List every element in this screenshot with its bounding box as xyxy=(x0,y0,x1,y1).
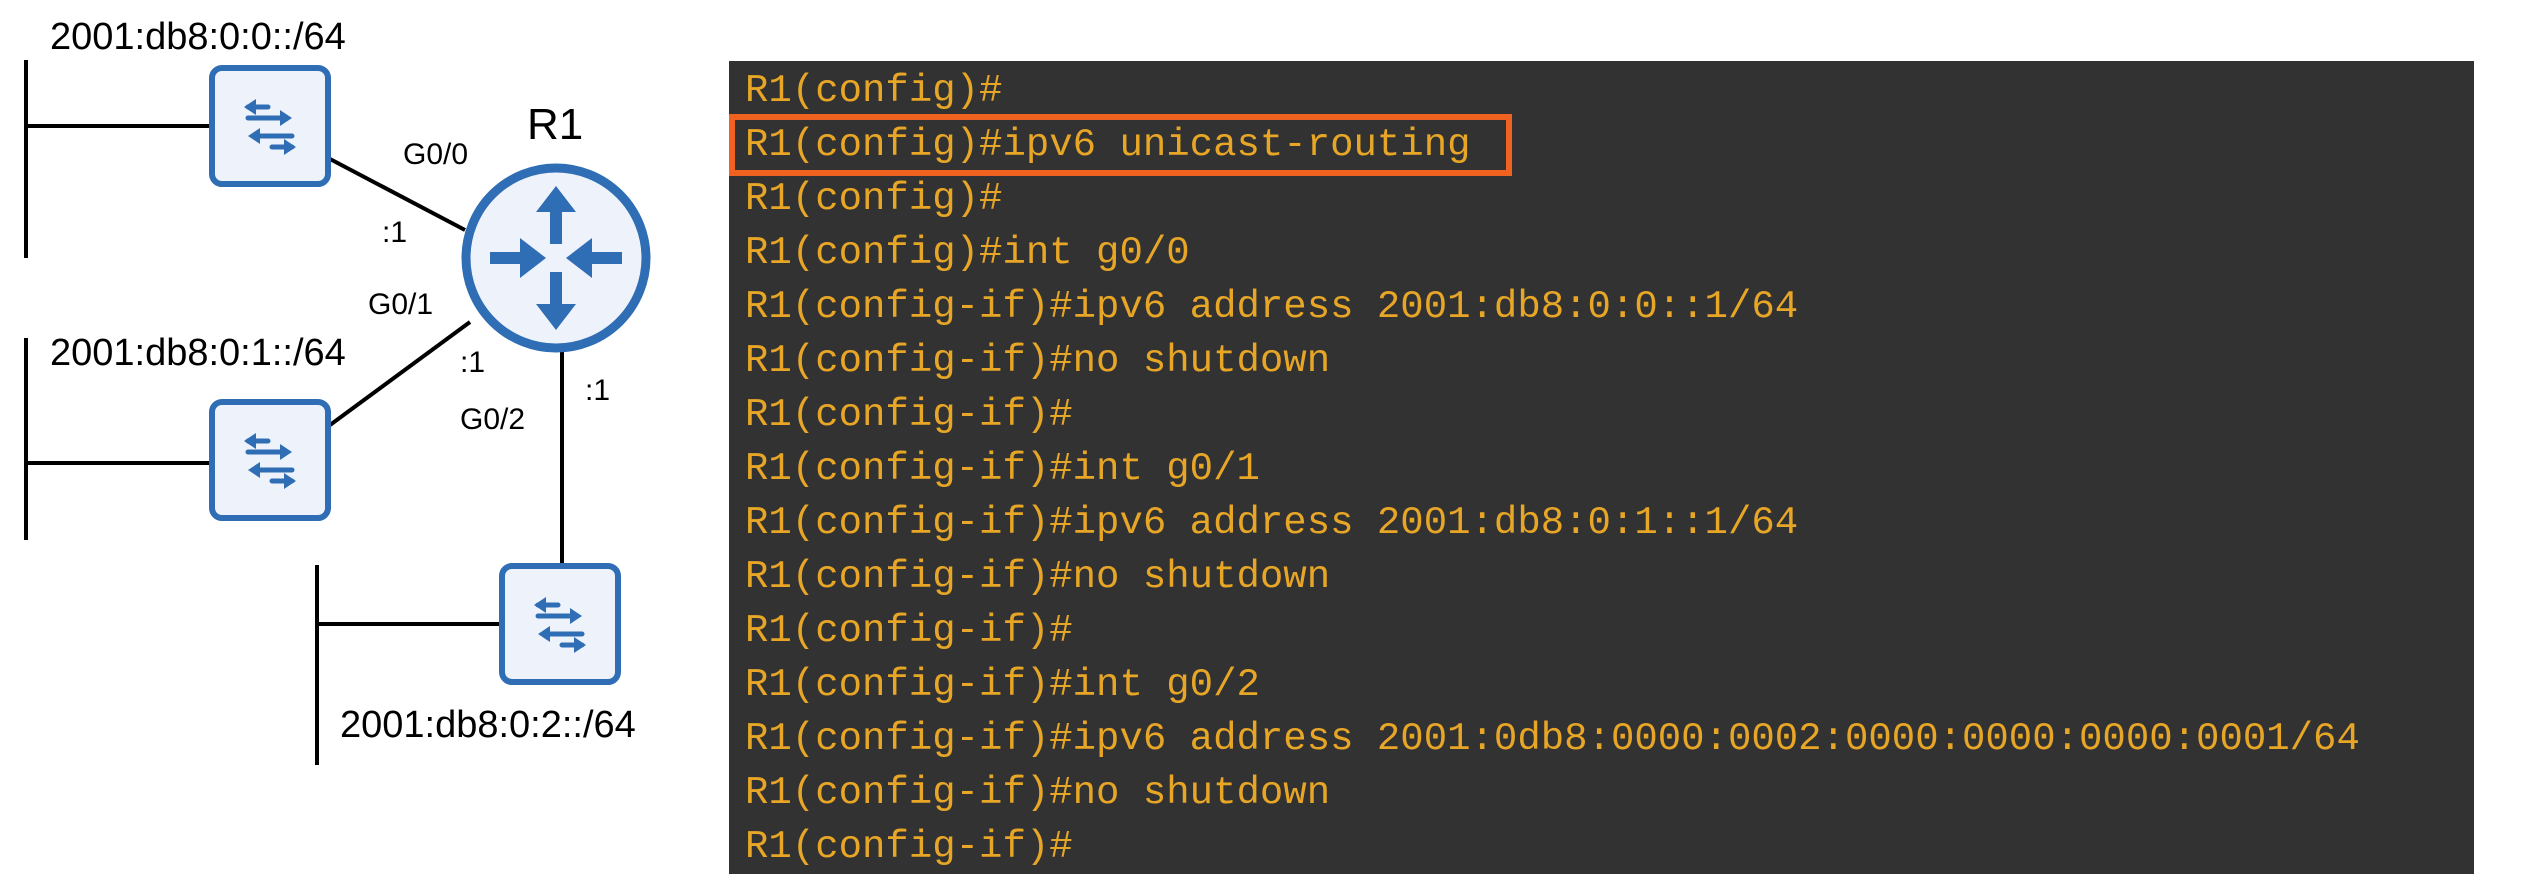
link-g0-1-line xyxy=(328,320,472,427)
switch-top[interactable] xyxy=(209,65,331,187)
terminal-line: R1(config-if)# xyxy=(745,609,1073,653)
router-r1[interactable] xyxy=(461,163,651,353)
lan-segment-bottom xyxy=(315,565,503,765)
terminal-line-highlighted: R1(config)#ipv6 unicast-routing xyxy=(745,123,1471,167)
terminal-line: R1(config-if)#int g0/1 xyxy=(745,447,1260,491)
terminal-line: R1(config-if)#no shutdown xyxy=(745,339,1331,383)
command-highlight-box xyxy=(729,114,1512,176)
switch-bottom[interactable] xyxy=(499,563,621,685)
terminal-line: R1(config-if)#ipv6 address 2001:db8:0:1:… xyxy=(745,501,1799,545)
network-label-top: 2001:db8:0:0::/64 xyxy=(50,16,346,58)
terminal-line: R1(config-if)#ipv6 address 2001:0db8:000… xyxy=(745,717,2360,761)
link-g0-0-line xyxy=(329,157,466,232)
terminal-line: R1(config)#int g0/0 xyxy=(745,231,1190,275)
network-label-bottom: 2001:db8:0:2::/64 xyxy=(340,704,636,746)
network-diagram: 2001:db8:0:0::/64 2001:db8:0:1::/64 2001… xyxy=(0,0,720,874)
interface-label-g0-0: G0/0 xyxy=(403,138,469,171)
network-label-middle: 2001:db8:0:1::/64 xyxy=(50,332,346,374)
terminal-line: R1(config-if)# xyxy=(745,825,1073,869)
host-id-g0-2: :1 xyxy=(585,374,611,407)
terminal-line: R1(config-if)#no shutdown xyxy=(745,771,1331,815)
router-name: R1 xyxy=(527,100,584,149)
cli-terminal[interactable]: R1(config)# R1(config)#ipv6 unicast-rout… xyxy=(729,61,2474,874)
switch-middle[interactable] xyxy=(209,399,331,521)
terminal-line: R1(config-if)#no shutdown xyxy=(745,555,1331,599)
terminal-line: R1(config-if)# xyxy=(745,393,1073,437)
lan-segment-top xyxy=(24,60,213,258)
host-id-g0-0: :1 xyxy=(382,216,408,249)
router-icon xyxy=(490,186,622,330)
terminal-line: R1(config-if)#ipv6 address 2001:db8:0:0:… xyxy=(745,285,1799,329)
interface-label-g0-2: G0/2 xyxy=(460,403,526,436)
terminal-line: R1(config)# xyxy=(745,177,1003,221)
terminal-line: R1(config)# xyxy=(745,69,1003,113)
host-id-g0-1: :1 xyxy=(460,346,486,379)
diagram-canvas xyxy=(24,60,651,765)
terminal-line: R1(config-if)#int g0/2 xyxy=(745,663,1260,707)
interface-label-g0-1: G0/1 xyxy=(368,288,434,321)
lan-segment-middle xyxy=(24,338,213,540)
